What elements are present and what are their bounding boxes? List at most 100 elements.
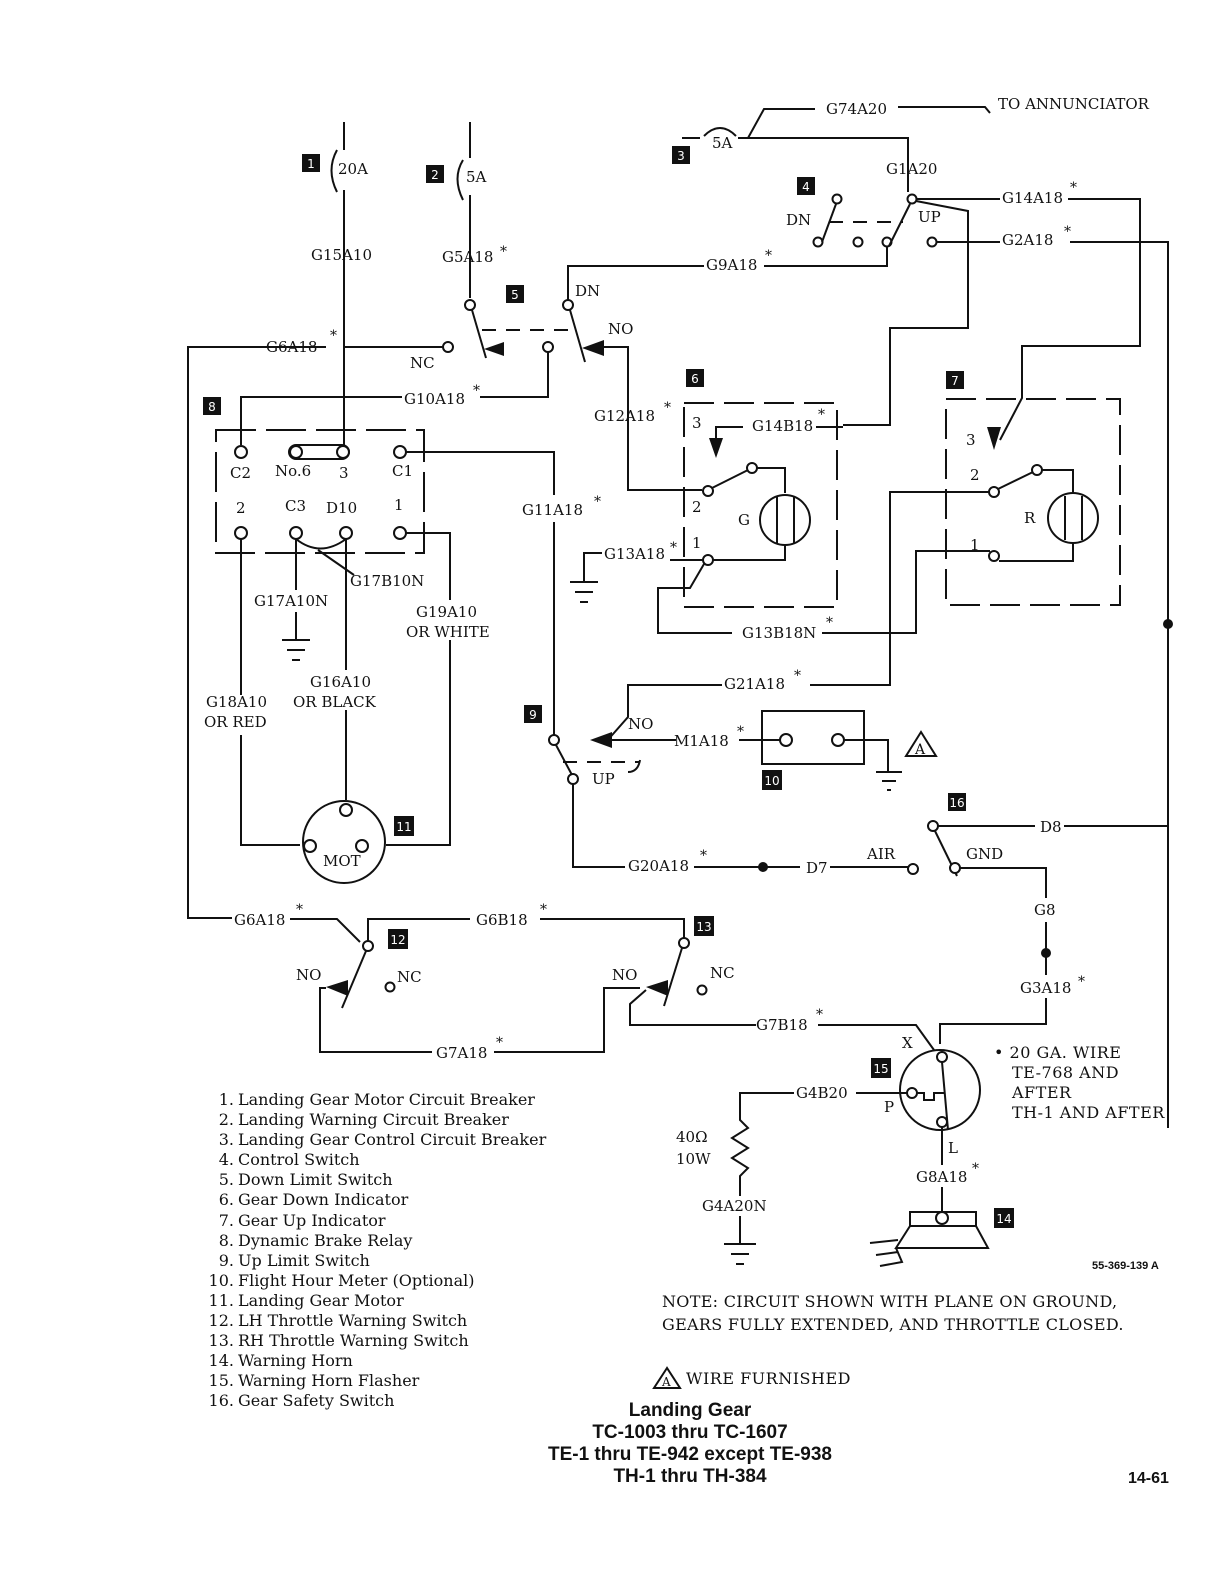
circuit-breaker-1: 20A 1 G15A10 [302, 122, 372, 455]
badge-10: 10 [762, 770, 782, 790]
svg-text:C1: C1 [392, 462, 413, 480]
lh-throttle-warning-switch-12: G6A18* 12 G6B18* NO NC G7A18* [234, 902, 685, 1062]
svg-text:*: * [700, 848, 707, 864]
svg-text:G8A18: G8A18 [916, 1168, 967, 1186]
svg-text:*: * [670, 540, 677, 556]
svg-text:G74A20: G74A20 [826, 100, 887, 118]
svg-text:TO ANNUNCIATOR: TO ANNUNCIATOR [998, 95, 1150, 113]
svg-text:D8: D8 [1040, 818, 1062, 836]
svg-text:X: X [902, 1034, 913, 1052]
svg-text:NO: NO [628, 715, 653, 733]
badge-9: 9 [524, 705, 542, 723]
badge-1: 1 [302, 154, 320, 172]
svg-text:3: 3 [692, 414, 702, 432]
component-legend: 1.Landing Gear Motor Circuit Breaker 2.L… [200, 1090, 547, 1412]
svg-text:7: 7 [951, 374, 959, 388]
diagram-title: Landing Gear TC-1003 thru TC-1607 TE-1 t… [547, 1400, 833, 1487]
svg-text:L: L [948, 1139, 958, 1157]
svg-text:G7B18: G7B18 [756, 1016, 808, 1034]
svg-text:6: 6 [691, 372, 699, 386]
svg-text:G16A10: G16A10 [310, 673, 371, 691]
svg-text:G12A18: G12A18 [594, 407, 655, 425]
svg-text:G: G [738, 511, 750, 529]
legend-item: 16.Gear Safety Switch [208, 1391, 395, 1411]
svg-text:2: 2 [692, 498, 702, 516]
svg-text:G9A18: G9A18 [706, 256, 757, 274]
svg-text:*: * [1078, 974, 1085, 990]
svg-text:G4B20: G4B20 [796, 1084, 848, 1102]
legend-item: 11.Landing Gear Motor [208, 1290, 404, 1310]
svg-text:G19A10: G19A10 [416, 603, 477, 621]
svg-text:2: 2 [970, 466, 980, 484]
up-limit-switch-9: 9 G21A18* NO M1A18* UP G20A18* D7 AIR [524, 668, 919, 877]
legend-item: 7.Gear Up Indicator [218, 1210, 386, 1230]
svg-text:2: 2 [431, 168, 439, 182]
svg-text:2: 2 [236, 499, 246, 517]
svg-text:G17B10N: G17B10N [350, 572, 424, 590]
svg-text:1: 1 [307, 157, 315, 171]
warning-horn-14: 14 [869, 1208, 1014, 1267]
badge-5: 5 [506, 285, 524, 303]
svg-text:10: 10 [764, 774, 779, 788]
svg-text:R: R [1024, 509, 1036, 527]
svg-text:G7A18: G7A18 [436, 1044, 487, 1062]
svg-text:*: * [826, 615, 833, 631]
legend-item: 10.Flight Hour Meter (Optional) [208, 1270, 475, 1290]
svg-text:10W: 10W [676, 1150, 711, 1168]
svg-text:5A: 5A [466, 168, 487, 186]
svg-text:G20A18: G20A18 [628, 857, 689, 875]
svg-text:G21A18: G21A18 [724, 675, 785, 693]
svg-text:NC: NC [410, 354, 435, 372]
legend-item: 13.RH Throttle Warning Switch [208, 1331, 469, 1351]
dynamic-brake-relay-8: 8 C2 No.6 3 C1 2 C3 D10 1 G11A18* G19A10… [203, 397, 601, 846]
svg-text:G5A18: G5A18 [442, 248, 493, 266]
circuit-breaker-3: 5A G74A20 TO ANNUNCIATOR G1A20 3 [672, 95, 1150, 192]
legend-item: 1.Landing Gear Motor Circuit Breaker [218, 1090, 535, 1109]
svg-text:NO: NO [296, 966, 321, 984]
svg-text:5: 5 [511, 288, 519, 302]
badge-3: 3 [672, 146, 690, 164]
legend-item: 4.Control Switch [218, 1150, 360, 1170]
gear-up-indicator-7: 7 3 2 1 R [810, 371, 1173, 686]
svg-text:G17A10N: G17A10N [254, 592, 328, 610]
svg-text:13: 13 [696, 920, 711, 934]
svg-text:UP: UP [592, 770, 615, 788]
svg-text:G13A18: G13A18 [604, 545, 665, 563]
warning-horn-flasher-15: X P L 15 G4B20 40Ω 10W G4A20N G8A18* [676, 1034, 981, 1265]
badge-8: 8 [203, 397, 221, 415]
svg-text:*: * [500, 244, 507, 260]
flight-hour-meter-10: 10 A [739, 710, 938, 791]
svg-text:UP: UP [918, 208, 941, 226]
svg-text:D7: D7 [806, 859, 828, 877]
svg-text:G13B18N: G13B18N [742, 624, 816, 642]
badge-16: 16 [948, 793, 966, 811]
wire-furnished-triangle-icon: A [904, 730, 938, 758]
svg-text:C3: C3 [285, 497, 306, 515]
down-limit-switch-5: 5 DN NO NC G6A18* G10A18* G12A18* [187, 282, 702, 919]
badge-11: 11 [394, 816, 414, 836]
figure-number: 55-369-139 A [1092, 1260, 1159, 1272]
svg-text:M1A18: M1A18 [674, 732, 729, 750]
svg-text:G4A20N: G4A20N [702, 1197, 767, 1215]
svg-text:NC: NC [397, 968, 422, 986]
svg-text:*: * [330, 328, 337, 344]
svg-text:G14B18: G14B18 [752, 417, 813, 435]
svg-text:GND: GND [966, 845, 1003, 863]
svg-text:NC: NC [710, 964, 735, 982]
badge-6: 6 [686, 369, 704, 387]
svg-text:*: * [664, 400, 671, 416]
page-number: 14-61 [1128, 1470, 1169, 1487]
svg-text:OR BLACK: OR BLACK [293, 693, 377, 711]
wire-label-g15a10: G15A10 [311, 246, 372, 264]
gear-safety-switch-16: 16 D8 GND G8 G3A18* [927, 624, 1169, 1044]
svg-text:P: P [884, 1098, 894, 1116]
svg-text:G18A10: G18A10 [206, 693, 267, 711]
rh-throttle-warning-switch-13: 13 NO NC G7B18* [612, 916, 935, 1051]
wire-gauge-note: • 20 GA. WIRE TE-768 AND AFTER TH-1 AND … [994, 1043, 1165, 1122]
badge-7: 7 [946, 371, 964, 389]
wire-furnished-triangle-icon: A [652, 1366, 682, 1389]
badge-13: 13 [694, 916, 714, 936]
badge-4: 4 [797, 177, 815, 195]
svg-text:9: 9 [529, 708, 537, 722]
